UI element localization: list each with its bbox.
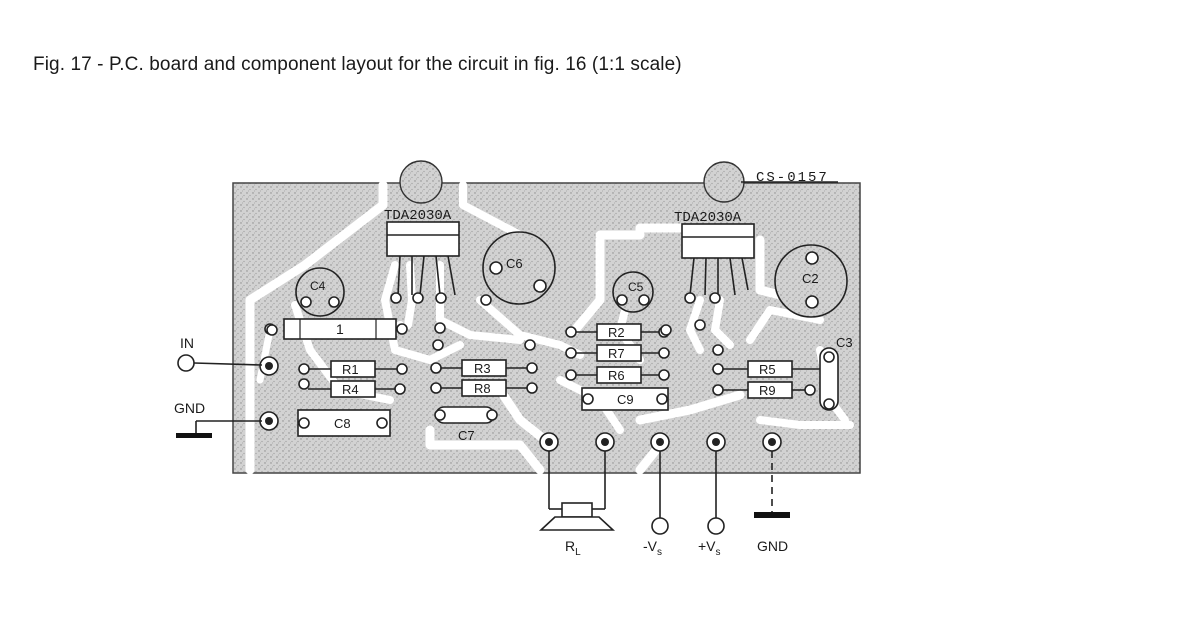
- label-c5: C5: [628, 280, 644, 294]
- capacitor-c5: [612, 271, 654, 313]
- resistor-r7: [565, 344, 670, 362]
- label-c7: C7: [458, 428, 475, 443]
- resistor-r3: [430, 359, 538, 377]
- label-r5: R5: [759, 362, 776, 377]
- label-r7: R7: [608, 346, 625, 361]
- resistor-r8: [430, 379, 538, 397]
- capacitor-c4: [295, 267, 345, 317]
- capacitor-c9: [581, 387, 669, 411]
- capacitor-c2: [774, 244, 848, 318]
- copper-traces: [245, 180, 854, 475]
- pads: [266, 292, 724, 356]
- label-neg-vs-main: -V: [643, 538, 658, 554]
- capacitor-c3: [819, 347, 839, 411]
- terminal-pads: [259, 356, 782, 452]
- ic-right: [681, 223, 755, 296]
- label-pos-vs-main: +V: [698, 538, 716, 554]
- label-gnd-right: GND: [757, 538, 788, 554]
- pos-vs-terminal: [707, 451, 725, 535]
- label-rl-main: R: [565, 538, 575, 554]
- label-c1: 1: [336, 321, 344, 337]
- label-r8: R8: [474, 381, 491, 396]
- neg-vs-terminal: [651, 451, 669, 535]
- figure-caption: Fig. 17 - P.C. board and component layou…: [33, 54, 682, 75]
- ic-left: [386, 221, 460, 296]
- resistor-r1: [298, 360, 408, 378]
- resistor-r6: [565, 366, 670, 384]
- label-c9: C9: [617, 392, 634, 407]
- label-r2: R2: [608, 325, 625, 340]
- label-r3: R3: [474, 361, 491, 376]
- label-r4: R4: [342, 382, 359, 397]
- label-pos-vs: +Vs: [698, 538, 721, 558]
- label-neg-vs-sub: s: [657, 547, 662, 558]
- capacitor-c7: [434, 406, 498, 424]
- label-pos-vs-sub: s: [716, 547, 721, 558]
- capacitor-c8: [297, 409, 391, 437]
- label-r1: R1: [342, 362, 359, 377]
- label-c2: C2: [802, 271, 819, 286]
- load-rl: [538, 451, 616, 531]
- board-id: CS-0157: [756, 170, 829, 186]
- gnd-left-terminal: [176, 420, 262, 438]
- label-rl-sub: L: [575, 547, 581, 558]
- in-terminal: [177, 354, 263, 372]
- resistor-r9: [712, 381, 816, 399]
- heatsink-tab-left: [399, 160, 443, 204]
- label-gnd-left: GND: [174, 400, 205, 416]
- resistor-r4: [298, 378, 406, 398]
- label-r9: R9: [759, 383, 776, 398]
- label-c3: C3: [836, 335, 853, 350]
- gnd-right-terminal: [754, 451, 790, 518]
- label-r6: R6: [608, 368, 625, 383]
- heatsink-tab-right: [703, 161, 745, 203]
- capacitor-c6: [482, 231, 556, 305]
- label-c6: C6: [506, 256, 523, 271]
- label-rl: RL: [565, 538, 581, 558]
- label-c8: C8: [334, 416, 351, 431]
- ic-left-label: TDA2030A: [384, 208, 452, 224]
- label-c4: C4: [310, 279, 326, 293]
- label-in: IN: [180, 335, 194, 351]
- label-neg-vs: -Vs: [643, 538, 662, 558]
- ic-right-label: TDA2030A: [674, 210, 742, 226]
